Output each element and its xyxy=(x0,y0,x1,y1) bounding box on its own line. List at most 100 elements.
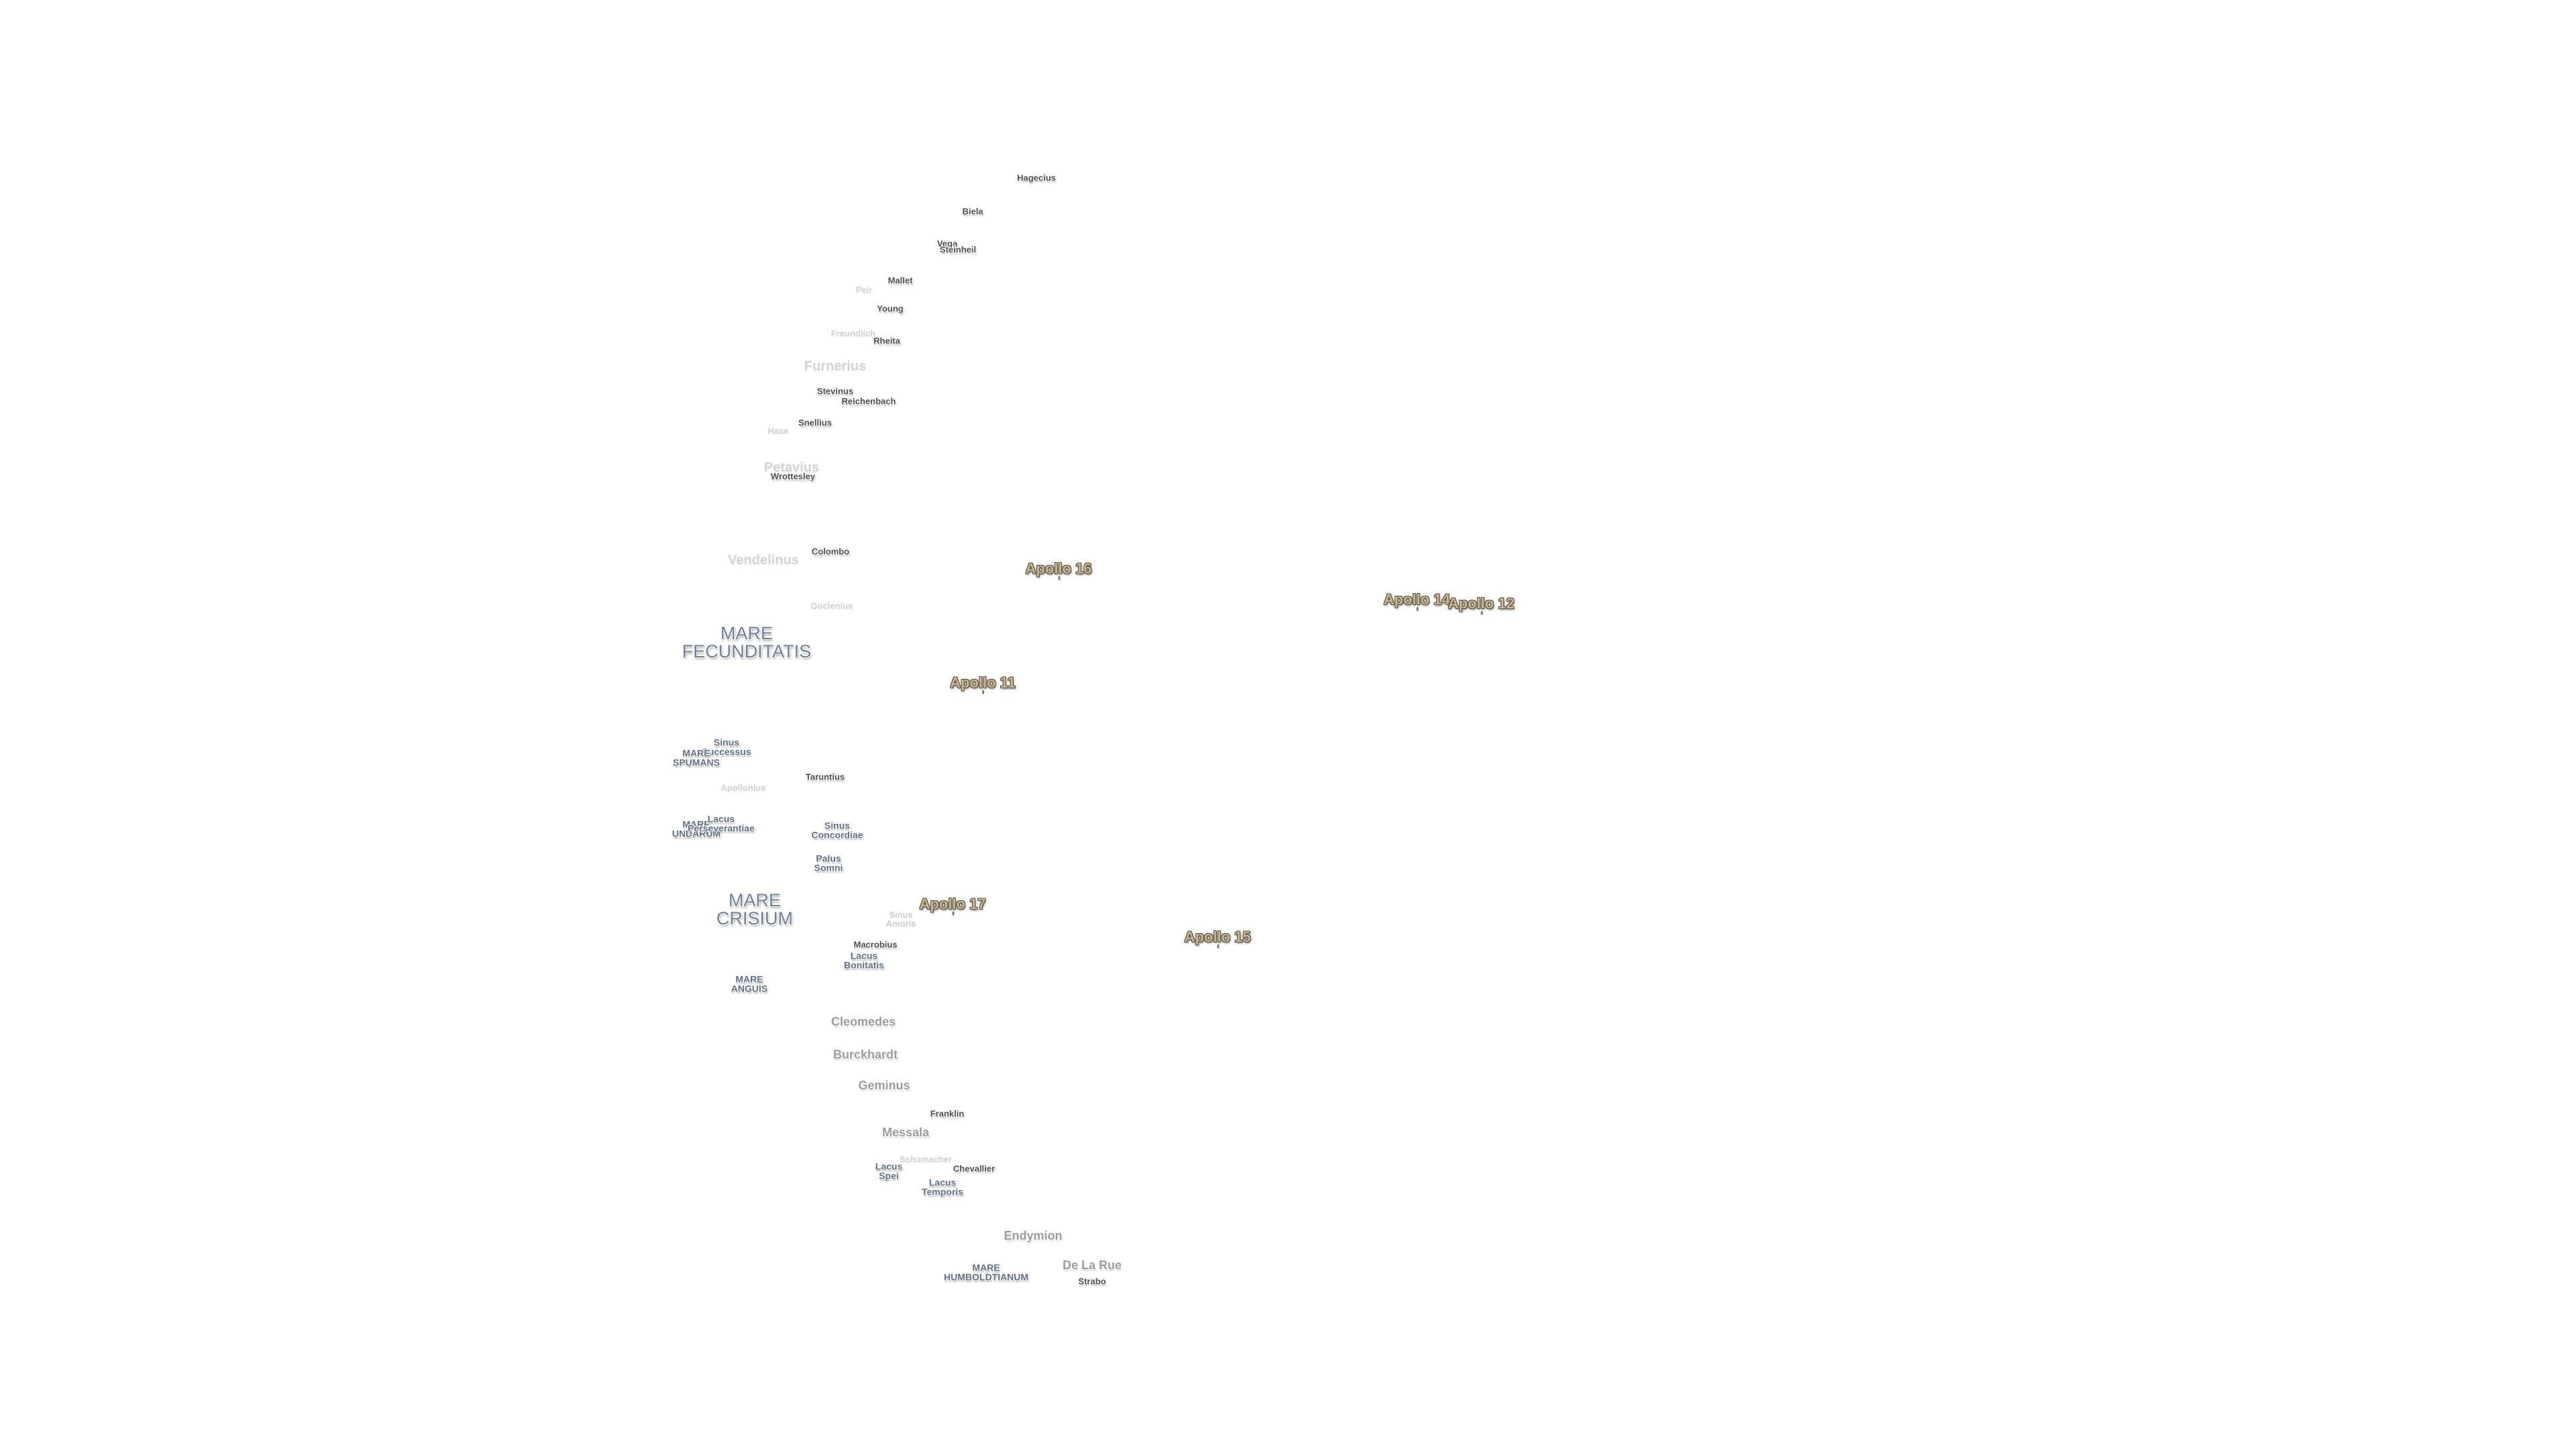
map-label-steinheil[interactable]: Steinheil xyxy=(940,245,976,254)
map-label-text: Messala xyxy=(881,1125,930,1139)
map-label-text: De La Rue xyxy=(1062,1258,1122,1272)
map-label-text: Palus xyxy=(816,853,841,864)
map-label-petavius[interactable]: Petavius xyxy=(764,460,819,474)
map-label-apollo-17[interactable]: Apollo 17 xyxy=(919,896,986,916)
map-label-text: FECUNDITATIS xyxy=(682,641,812,661)
map-label-text: Burckhardt xyxy=(833,1047,898,1061)
map-label-text: Spei xyxy=(879,1171,899,1181)
map-label-endymion[interactable]: Endymion xyxy=(1004,1228,1063,1242)
map-label-goclenius[interactable]: Goclenius xyxy=(811,601,853,610)
map-label-text: Young xyxy=(877,303,904,314)
map-label-apollo-12[interactable]: Apollo 12 xyxy=(1448,596,1515,616)
map-label-text: Reichenbach xyxy=(841,396,896,407)
map-label-wrottesley[interactable]: Wrottesley xyxy=(771,472,815,481)
map-label-burckhardt[interactable]: Burckhardt xyxy=(833,1047,898,1061)
map-label-text: Franklin xyxy=(930,1108,965,1119)
map-label-apollo-14[interactable]: Apollo 14 xyxy=(1383,590,1450,612)
map-label-text: Snellius xyxy=(798,417,832,428)
map-label-text: UNDARUM xyxy=(672,828,721,839)
map-label-text: Successus xyxy=(702,747,751,757)
map-label-taruntius[interactable]: Taruntius xyxy=(805,771,845,782)
map-label-text: Sinus xyxy=(824,820,851,831)
map-label-text: Apollo 14 xyxy=(1383,590,1450,608)
landing-site-marker-icon xyxy=(1057,576,1060,581)
landing-site-marker-icon xyxy=(981,690,984,695)
map-label-text: Hase xyxy=(767,425,789,436)
map-label-strabo[interactable]: Strabo xyxy=(1078,1276,1106,1287)
map-label-text: Endymion xyxy=(1004,1228,1063,1242)
map-label-text: SPUMANS xyxy=(672,757,720,768)
map-label-text: MARE xyxy=(682,818,710,830)
map-label-geminus[interactable]: Geminus xyxy=(858,1079,910,1091)
map-label-text: Stevinus xyxy=(816,386,854,396)
map-label-text: Taruntius xyxy=(805,771,845,782)
map-label-peirescius[interactable]: Peir xyxy=(856,285,873,294)
map-label-vendelinus[interactable]: Vendelinus xyxy=(728,553,799,567)
map-label-text: MARE xyxy=(720,623,773,643)
map-label-text: Steinheil xyxy=(939,244,977,255)
map-label-text: Lacus xyxy=(850,950,878,961)
map-label-text: Hagecius xyxy=(1017,172,1056,183)
map-label-franklin[interactable]: Franklin xyxy=(930,1109,965,1118)
map-label-schumacher[interactable]: Schumacher xyxy=(899,1154,953,1165)
map-label-text: CRISIUM xyxy=(716,908,793,928)
map-label-apollo-16[interactable]: Apollo 16 xyxy=(1025,561,1092,581)
map-label-mallet[interactable]: Mallet xyxy=(888,275,913,286)
map-label-text: Schumacher xyxy=(899,1154,953,1165)
map-label-text: Apollonius xyxy=(720,782,766,793)
map-label-text: Amoris xyxy=(885,918,916,928)
map-label-text: MARE xyxy=(735,973,763,985)
map-label-text: MARE xyxy=(682,747,710,759)
map-label-text: Furnerius xyxy=(804,358,867,374)
map-label-text: MARE xyxy=(972,1262,1000,1273)
map-label-apollo-15[interactable]: Apollo 15 xyxy=(1184,929,1251,949)
map-label-vega[interactable]: Vega xyxy=(937,239,957,248)
map-label-text: Lacus xyxy=(875,1161,903,1172)
map-label-freundlich[interactable]: Freundlich xyxy=(831,329,875,338)
map-label-reichenbach[interactable]: Reichenbach xyxy=(841,396,896,407)
map-label-young[interactable]: Young xyxy=(877,304,903,313)
map-label-furnerius[interactable]: Furnerius xyxy=(804,358,867,374)
map-label-messala[interactable]: Messala xyxy=(882,1126,929,1138)
map-label-chevallier[interactable]: Chevallier xyxy=(953,1164,995,1173)
map-label-text: Biela xyxy=(962,206,983,217)
map-label-hase[interactable]: Hase xyxy=(767,426,788,435)
map-label-text: ANGUIS xyxy=(731,983,768,994)
map-label-apollo-11[interactable]: Apollo 11 xyxy=(950,675,1016,695)
map-label-text: Mallet xyxy=(888,275,913,286)
map-label-biela[interactable]: Biela xyxy=(962,206,983,217)
map-label-text: Colombo xyxy=(811,546,850,557)
map-label-stevinus[interactable]: Stevinus xyxy=(816,386,854,396)
map-label-rheita[interactable]: Rheita xyxy=(873,336,900,345)
map-label-text: Concordiae xyxy=(811,830,863,841)
map-label-snellius[interactable]: Snellius xyxy=(798,418,832,427)
map-label-text: Somni xyxy=(814,863,843,873)
landing-site-marker-icon xyxy=(1415,607,1418,612)
map-label-de-la-rue[interactable]: De La Rue xyxy=(1062,1258,1122,1272)
map-label-text: Strabo xyxy=(1078,1276,1106,1287)
map-label-macrobius[interactable]: Macrobius xyxy=(853,940,897,949)
map-label-colombo[interactable]: Colombo xyxy=(811,546,850,557)
map-label-text: Chevallier xyxy=(953,1163,996,1174)
map-label-cleomedes[interactable]: Cleomedes xyxy=(831,1015,896,1028)
map-label-hagecius[interactable]: Hagecius xyxy=(1017,173,1056,182)
landing-site-marker-icon xyxy=(1216,945,1219,949)
map-label-text: Goclenius xyxy=(810,600,853,611)
map-label-text: Bonitatis xyxy=(844,960,884,971)
map-label-apollonius[interactable]: Apollonius xyxy=(720,783,765,792)
